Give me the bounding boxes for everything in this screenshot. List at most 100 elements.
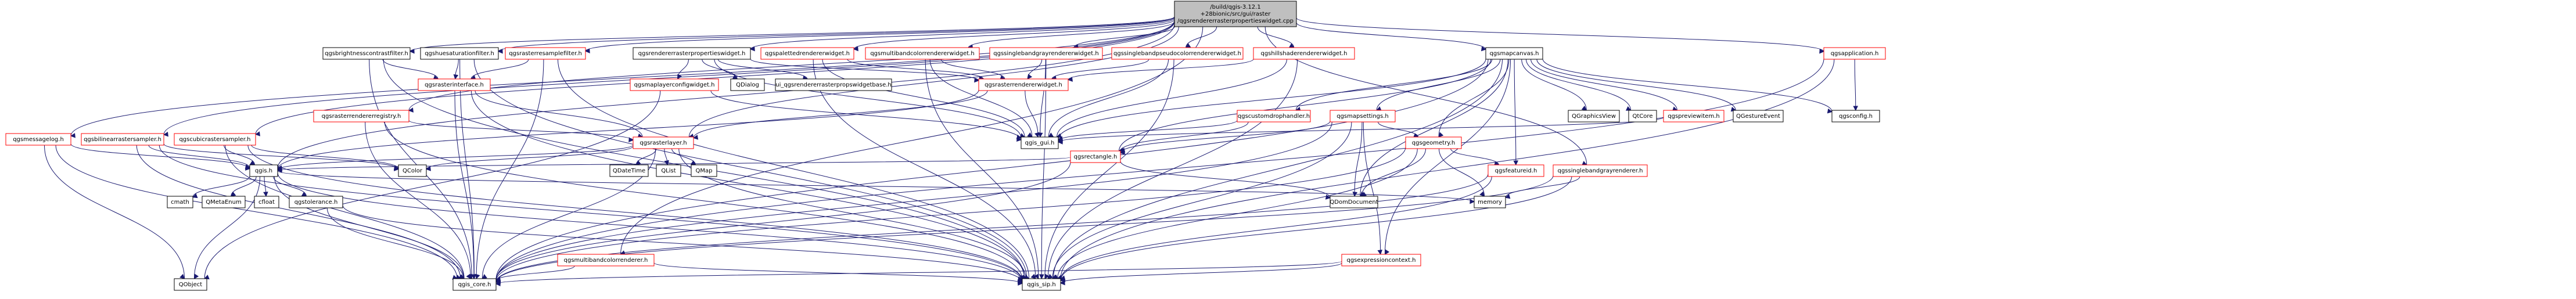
edge-arrowhead <box>1047 273 1053 279</box>
node-hillw[interactable]: qgshillshaderendererwidget.h <box>1253 47 1355 60</box>
node-multir[interactable]: qgsmultibandcolorrenderer.h <box>557 254 655 266</box>
edge-line <box>1378 121 1418 138</box>
node-qgv[interactable]: QGraphicsView <box>1568 110 1620 123</box>
edge-root-to-bilinear <box>163 20 1175 137</box>
node-box <box>167 196 193 208</box>
node-msglog[interactable]: qgsmessagelog.h <box>5 133 71 146</box>
edge-line <box>557 59 1030 279</box>
edge-line <box>192 175 250 197</box>
edge-arrowhead <box>163 131 168 137</box>
edge-line <box>1051 59 1149 80</box>
node-palette[interactable]: qgspalettedrendererwidget.h <box>760 47 854 60</box>
edge-mapset-to-rectangle <box>1119 121 1331 155</box>
node-preview[interactable]: qgspreviewitem.h <box>1663 110 1724 123</box>
node-label: qgsapplication.h <box>1831 51 1879 57</box>
edge-line <box>1439 148 1485 197</box>
edge-root-to-cubic <box>254 21 1175 136</box>
node-qcolor[interactable]: QColor <box>398 164 427 177</box>
node-label: qgsfeatureid.h <box>1495 168 1537 174</box>
edge-rlayer-to-qcolor <box>425 146 634 171</box>
node-pseudow[interactable]: qgssinglebandpseudocolorrendererwidget.h <box>1111 47 1244 60</box>
node-cubic[interactable]: qgscubicrastersampler.h <box>174 133 256 146</box>
edge-singleg-to-memory <box>1504 176 1580 199</box>
node-box <box>174 278 207 291</box>
node-qmetaenum[interactable]: QMetaEnum <box>202 196 246 208</box>
node-huesat[interactable]: qgshuesaturationfilter.h <box>420 47 499 60</box>
node-gui[interactable]: qgis_gui.h <box>1021 136 1059 149</box>
node-app[interactable]: qgsapplication.h <box>1823 47 1886 60</box>
node-canvas[interactable]: qgsmapcanvas.h <box>1485 47 1543 60</box>
node-label: QGraphicsView <box>1572 113 1616 120</box>
node-multiw[interactable]: qgsmultibandcolorrendererwidget.h <box>865 47 980 60</box>
edge-exprctx-to-sip <box>1059 262 1342 286</box>
edge-line <box>620 26 1203 255</box>
edge-pseudow-to-gui <box>1048 59 1169 138</box>
edge-rrpw-to-mlcw <box>677 59 689 80</box>
edge-arrowhead <box>453 74 459 80</box>
node-geometry[interactable]: qgsgeometry.h <box>1405 136 1462 149</box>
node-bright[interactable]: qgsbrightnesscontrastfilter.h <box>322 47 411 60</box>
node-config[interactable]: qgsconfig.h <box>1831 110 1880 123</box>
node-registry[interactable]: qgsrasterrendererregistry.h <box>313 110 409 123</box>
edge-arrowhead <box>584 48 590 53</box>
node-cfloat[interactable]: cfloat <box>254 196 279 208</box>
node-rrpw[interactable]: qgsrendererrasterpropertieswidget.h <box>633 47 751 60</box>
edge-line <box>70 20 1175 136</box>
edge-line <box>1384 59 1511 255</box>
node-rectangle[interactable]: qgsrectangle.h <box>1070 150 1121 163</box>
node-feature[interactable]: qgsfeatureid.h <box>1488 164 1544 177</box>
node-core[interactable]: qgis_core.h <box>452 278 497 291</box>
node-label: QMap <box>696 168 713 174</box>
edge-arrowhead <box>1361 192 1367 197</box>
node-label: QDomDocument <box>1330 199 1378 206</box>
node-qdatetime[interactable]: QDateTime <box>609 164 649 177</box>
edge-line <box>710 90 1022 141</box>
edge-canvas-to-exprctx <box>1384 59 1511 255</box>
node-qdialog[interactable]: QDialog <box>730 78 765 91</box>
edge-line <box>1376 59 1501 111</box>
node-cmath[interactable]: cmath <box>167 196 193 208</box>
edge-arrowhead <box>409 48 415 54</box>
node-sip[interactable]: qgis_sip.h <box>1022 278 1061 291</box>
node-label: qgis_sip.h <box>1027 282 1056 288</box>
edge-arrowhead <box>475 273 480 280</box>
edge-arrowhead <box>1039 274 1044 280</box>
node-exprctx[interactable]: qgsexpressioncontext.h <box>1341 254 1421 266</box>
edge-root-to-canvas <box>1296 22 1487 52</box>
node-qgsh[interactable]: qgis.h <box>249 164 278 177</box>
node-qlist[interactable]: QList <box>656 164 681 177</box>
node-memory[interactable]: memory <box>1474 196 1506 208</box>
edge-qgsh-to-qobject <box>193 176 261 279</box>
edge-rectangle-to-qdom <box>1120 161 1331 200</box>
node-uibase[interactable]: ui_qgsrendererrasterpropswidgetbase.h <box>775 78 892 91</box>
node-rlayer[interactable]: qgsrasterlayer.h <box>633 136 694 149</box>
node-singleg[interactable]: qgssinglebandgrayrenderer.h <box>1553 164 1648 177</box>
node-qdom[interactable]: QDomDocument <box>1330 196 1378 208</box>
node-iface[interactable]: qgsrasterinterface.h <box>418 78 491 91</box>
node-box <box>630 78 719 91</box>
node-resample[interactable]: qgsrasterresamplefilter.h <box>505 47 586 60</box>
edge-rrpw-to-gui <box>714 59 1022 140</box>
edge-line <box>693 90 988 138</box>
node-customdrop[interactable]: qgscustomdrophandler.h <box>1237 110 1311 123</box>
node-mlcw[interactable]: qgsmaplayerconfigwidget.h <box>630 78 719 91</box>
node-qmap[interactable]: QMap <box>691 164 717 177</box>
edge-line <box>454 90 475 279</box>
node-rrw[interactable]: qgsrasterrendererwidget.h <box>978 78 1069 91</box>
edge-line <box>277 171 1475 202</box>
node-label: qgsmessagelog.h <box>13 136 64 143</box>
node-gesture[interactable]: QGestureEvent <box>1733 110 1784 123</box>
edge-line <box>70 143 250 170</box>
node-tolerance[interactable]: qgstolerance.h <box>289 196 343 208</box>
node-qtcore[interactable]: QtCore <box>1628 110 1657 123</box>
node-mapset[interactable]: qgsmapsettings.h <box>1330 110 1396 123</box>
edge-line <box>255 21 1175 135</box>
node-box <box>633 47 751 60</box>
edge-line <box>277 145 634 170</box>
edge-iface-to-rlayer <box>475 90 644 139</box>
node-singlegw[interactable]: qgssinglebandgrayrendererwidget.h <box>989 47 1103 60</box>
edge-line <box>1068 59 1254 80</box>
edge-line <box>495 58 1824 281</box>
node-bilinear[interactable]: qgsbilinearrastersampler.h <box>81 133 164 146</box>
node-qobject[interactable]: QObject <box>174 278 207 291</box>
